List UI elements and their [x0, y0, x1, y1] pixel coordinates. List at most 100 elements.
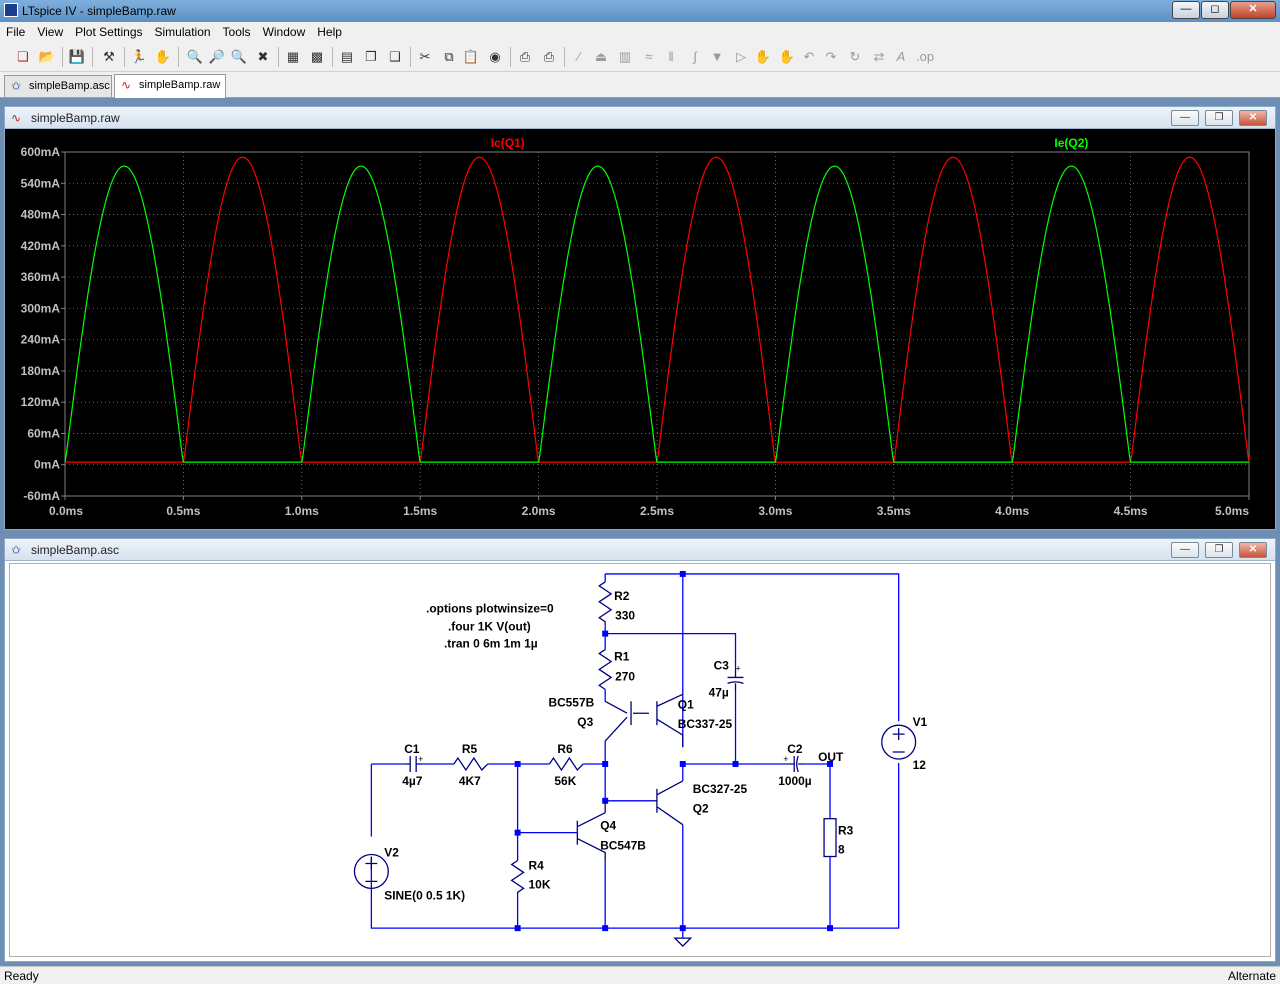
svg-text:R2: R2 — [614, 589, 630, 603]
minimize-button[interactable]: — — [1172, 1, 1200, 19]
svg-text:R1: R1 — [614, 650, 630, 664]
schematic-minimize-button[interactable]: — — [1171, 542, 1199, 558]
menu-bar: File View Plot Settings Simulation Tools Wind… — [0, 22, 1280, 42]
x-tick-label: 0.5ms — [166, 504, 200, 518]
text-icon[interactable]: A — [896, 49, 906, 64]
print-setup-icon[interactable]: ⎙ — [519, 49, 531, 64]
svg-text:C1: C1 — [404, 742, 420, 756]
legend-icq1: Ic(Q1) — [491, 136, 525, 150]
diode-icon[interactable]: ▼ — [710, 49, 724, 64]
wire-top-rail — [605, 573, 900, 722]
transistor-q2 — [656, 780, 684, 826]
svg-text:+: + — [736, 663, 741, 673]
svg-text:V2: V2 — [384, 846, 399, 860]
waveform-plot[interactable]: 600mA540mA480mA420mA360mA300mA240mA180mA… — [5, 129, 1275, 529]
svg-text:C2: C2 — [787, 742, 803, 756]
schematic-close-button[interactable]: ✕ — [1239, 542, 1267, 558]
find-icon[interactable]: ◉ — [489, 49, 501, 64]
halt-icon[interactable]: ✋ — [154, 49, 172, 64]
x-tick-label: 4.5ms — [1114, 504, 1148, 518]
y-tick-label: 480mA — [21, 208, 61, 222]
menu-file[interactable]: File — [6, 25, 26, 39]
save-icon[interactable]: 💾 — [68, 49, 86, 64]
cut-icon[interactable]: ✂ — [419, 49, 431, 64]
svg-text:8: 8 — [838, 843, 845, 857]
zoom-pan-icon[interactable]: 🔎 — [208, 49, 226, 64]
schematic-window: ✩ simpleBamp.asc — ❐ ✕ — [4, 538, 1276, 962]
menu-tools[interactable]: Tools — [222, 25, 251, 39]
ground-icon[interactable]: ⏏ — [594, 49, 608, 64]
mirror-icon[interactable]: ⇄ — [873, 49, 885, 64]
copy-icon[interactable]: ⧉ — [444, 49, 454, 64]
rotate-icon[interactable]: ↻ — [849, 49, 861, 64]
cascade-icon[interactable]: ❐ — [365, 49, 377, 64]
schematic-canvas[interactable]: .options plotwinsize=0 .four 1K V(out) .… — [9, 563, 1271, 957]
menu-plot-settings[interactable]: Plot Settings — [75, 25, 143, 39]
plot-restore-button[interactable]: ❐ — [1205, 110, 1233, 126]
print-icon[interactable]: ⎙ — [543, 49, 555, 64]
resistor-icon[interactable]: ≈ — [645, 49, 653, 64]
svg-text:Q2: Q2 — [693, 802, 709, 816]
x-tick-label: 5.0ms — [1215, 504, 1249, 518]
autorange-icon[interactable]: ▦ — [286, 49, 300, 64]
drag-icon[interactable]: ✋ — [778, 49, 796, 64]
ltspice-app-icon — [4, 3, 18, 17]
svg-text:+: + — [418, 754, 423, 764]
component-icon[interactable]: ▷ — [736, 49, 746, 64]
directive-options: .options plotwinsize=0 — [426, 602, 554, 616]
trace-ieq2 — [64, 165, 1249, 463]
directive-four: .four 1K V(out) — [448, 620, 531, 634]
maximize-button[interactable]: ◻ — [1201, 1, 1229, 19]
tile-horizontal-icon[interactable]: ▤ — [340, 49, 354, 64]
inductor-icon[interactable]: ∫ — [693, 49, 697, 64]
ground-symbol — [673, 937, 693, 947]
new-schematic-icon[interactable]: ❏ — [17, 49, 29, 64]
close-button[interactable]: ✕ — [1230, 1, 1276, 19]
paste-icon[interactable]: 📋 — [462, 49, 480, 64]
label-net-icon[interactable]: ▥ — [618, 49, 632, 64]
toolbar: ❏ 📂 💾 ⚒ 🏃 ✋ 🔍 🔎 🔍 ✖ ▦ ▩ ▤ ❐ ❑ ✂ ⧉ 📋 ◉ ⎙ … — [0, 42, 1280, 72]
directive-tran: .tran 0 6m 1m 1µ — [444, 637, 538, 651]
svg-text:+: + — [783, 754, 788, 764]
svg-text:270: 270 — [615, 669, 635, 683]
draw-wire-icon[interactable]: ⁄ — [577, 49, 581, 64]
transistor-q4 — [576, 800, 606, 861]
open-folder-icon[interactable]: 📂 — [38, 49, 56, 64]
menu-simulation[interactable]: Simulation — [154, 25, 211, 39]
tab-simplebamp-raw[interactable]: ∿ simpleBamp.raw — [114, 74, 226, 98]
zoom-in-icon[interactable]: 🔍 — [186, 49, 204, 64]
svg-text:Q4: Q4 — [600, 819, 616, 833]
resistor-r2 — [598, 581, 613, 626]
menu-window[interactable]: Window — [262, 25, 306, 39]
undo-icon[interactable]: ↶ — [803, 49, 815, 64]
control-panel-icon[interactable]: ⚒ — [103, 49, 115, 64]
zoom-out-icon[interactable]: 🔍 — [230, 49, 248, 64]
move-icon[interactable]: ✋ — [754, 49, 772, 64]
spice-directive-icon[interactable]: .op — [916, 49, 935, 64]
mark-range-icon[interactable]: ▩ — [310, 49, 324, 64]
run-icon[interactable]: 🏃 — [130, 49, 148, 64]
voltage-source-v1 — [881, 724, 917, 760]
schematic-restore-button[interactable]: ❐ — [1205, 542, 1233, 558]
close-all-icon[interactable]: ❑ — [389, 49, 401, 64]
svg-text:BC557B: BC557B — [548, 695, 594, 709]
redo-icon[interactable]: ↷ — [825, 49, 837, 64]
capacitor-icon[interactable]: ‖ — [668, 49, 674, 64]
waveform-icon: ∿ — [11, 111, 22, 125]
zoom-fit-icon[interactable]: ✖ — [257, 49, 269, 64]
status-mode: Alternate — [1227, 969, 1276, 983]
svg-text:56K: 56K — [554, 774, 576, 788]
y-tick-label: -60mA — [23, 489, 60, 503]
voltage-source-v2 — [353, 853, 389, 889]
plot-minimize-button[interactable]: — — [1171, 110, 1199, 126]
svg-text:BC337-25: BC337-25 — [678, 717, 733, 731]
menu-help[interactable]: Help — [317, 25, 342, 39]
tab-simplebamp-asc[interactable]: ✩ simpleBamp.asc — [4, 75, 112, 97]
menu-view[interactable]: View — [37, 25, 64, 39]
plot-close-button[interactable]: ✕ — [1239, 110, 1267, 126]
x-tick-label: 3.0ms — [758, 504, 792, 518]
svg-text:Q1: Q1 — [678, 697, 694, 711]
svg-text:47µ: 47µ — [709, 685, 729, 699]
plot-window-titlebar: ∿ simpleBamp.raw — ❐ ✕ — [5, 107, 1275, 129]
capacitor-c2 — [788, 755, 805, 773]
